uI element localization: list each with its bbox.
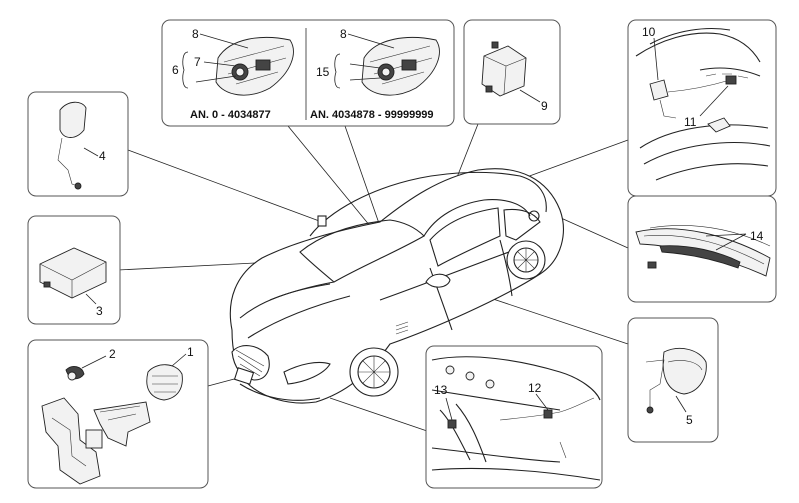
caption-left-range: AN. 0 - 4034877 — [190, 109, 271, 121]
car-illustration — [229, 168, 564, 404]
panel-item-14: 14 — [627, 195, 777, 303]
label-15: 15 — [316, 65, 330, 79]
label-13: 13 — [434, 383, 448, 397]
panel-items-1-2: 2 1 — [27, 339, 209, 489]
label-7: 7 — [194, 55, 201, 69]
label-10: 10 — [642, 25, 656, 39]
label-8-left: 8 — [192, 27, 199, 41]
panel-item-4: 4 — [27, 91, 129, 197]
label-4: 4 — [99, 149, 106, 163]
panel-item-5: 5 — [627, 317, 719, 443]
label-11: 11 — [684, 115, 697, 129]
label-14: 14 — [750, 229, 764, 243]
label-1: 1 — [187, 345, 194, 359]
label-8-right: 8 — [340, 27, 347, 41]
label-9: 9 — [541, 99, 548, 113]
label-3: 3 — [96, 304, 103, 318]
label-12: 12 — [528, 381, 542, 395]
panel-items-10-11: 10 11 — [627, 19, 777, 197]
panel-items-roof-module: 8 7 6 AN. 0 - 4034877 8 15 AN. 4034878 -… — [161, 19, 455, 127]
caption-right-range: AN. 4034878 - 99999999 — [310, 109, 434, 121]
label-6: 6 — [172, 63, 179, 77]
panel-items-12-13: 12 13 — [425, 345, 603, 489]
label-5: 5 — [686, 413, 693, 427]
panel-item-9: 9 — [463, 19, 561, 125]
label-2: 2 — [109, 347, 116, 361]
panel-item-3: 3 — [27, 215, 121, 325]
